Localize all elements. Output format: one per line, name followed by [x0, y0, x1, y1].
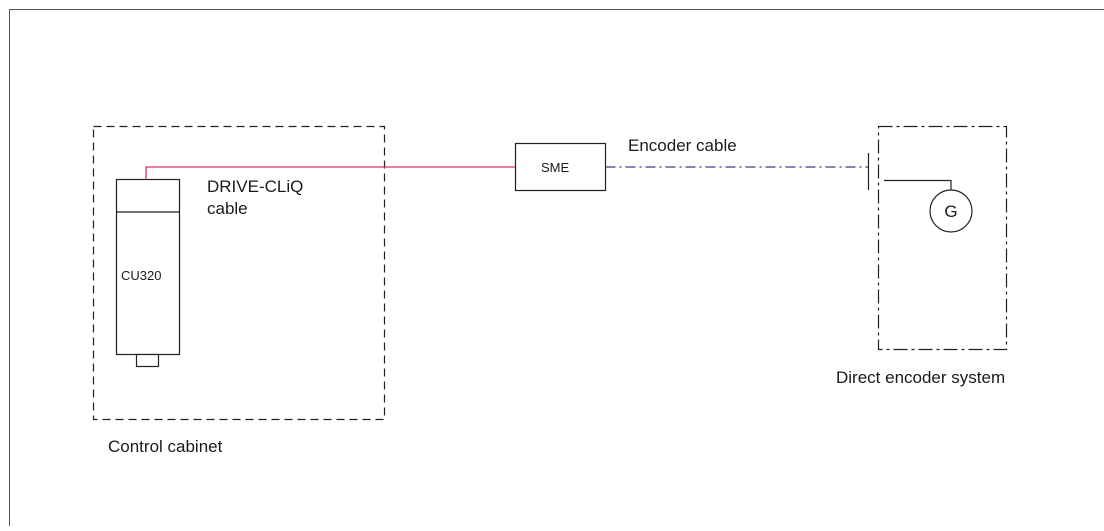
- cu320-label: CU320: [121, 268, 161, 283]
- cu320-connector: [137, 355, 159, 367]
- encoder-symbol-g: G: [944, 202, 957, 221]
- drive-cliq-label-line1: DRIVE-CLiQ: [207, 177, 303, 196]
- control-cabinet-label: Control cabinet: [108, 437, 223, 456]
- cu320-body: [117, 180, 180, 355]
- sme-label: SME: [541, 160, 570, 175]
- drive-cliq-cable-line: [146, 167, 515, 180]
- drive-cliq-label-line2: cable: [207, 199, 248, 218]
- encoder-signal-line: [884, 181, 951, 191]
- direct-encoder-system-label: Direct encoder system: [836, 368, 1005, 387]
- cu320-module: CU320: [117, 180, 180, 367]
- encoder-cable-label: Encoder cable: [628, 136, 737, 155]
- direct-encoder-system-box: [879, 127, 1007, 350]
